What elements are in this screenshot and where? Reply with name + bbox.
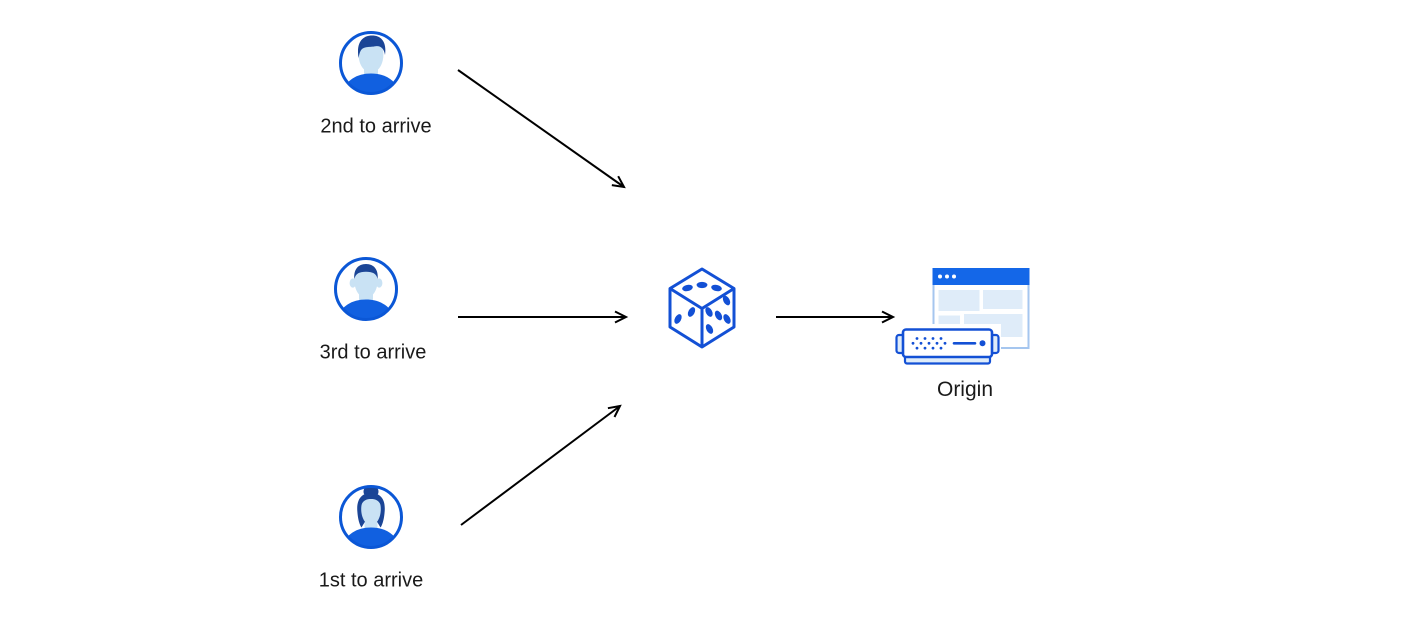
server-icon	[894, 324, 1001, 367]
browser-server-icon	[894, 268, 1030, 367]
user-label-1st: 1st to arrive	[318, 569, 424, 592]
man-short-hair-avatar-icon	[334, 257, 398, 321]
origin-label: Origin	[936, 378, 994, 401]
user-label-2nd: 2nd to arrive	[320, 115, 432, 138]
user-label-3rd: 3rd to arrive	[319, 341, 427, 364]
user-node-1st	[335, 481, 407, 553]
user-node-2nd	[335, 27, 407, 99]
woman-bun-avatar-icon	[339, 485, 403, 549]
origin-node	[890, 262, 1035, 367]
user-node-3rd	[330, 253, 402, 325]
man-swept-hair-avatar-icon	[339, 31, 403, 95]
arrow-user1st-to-dice	[460, 404, 622, 526]
arrow-user2nd-to-dice	[457, 69, 626, 189]
dice-icon	[668, 267, 736, 349]
dice-node	[667, 266, 737, 350]
